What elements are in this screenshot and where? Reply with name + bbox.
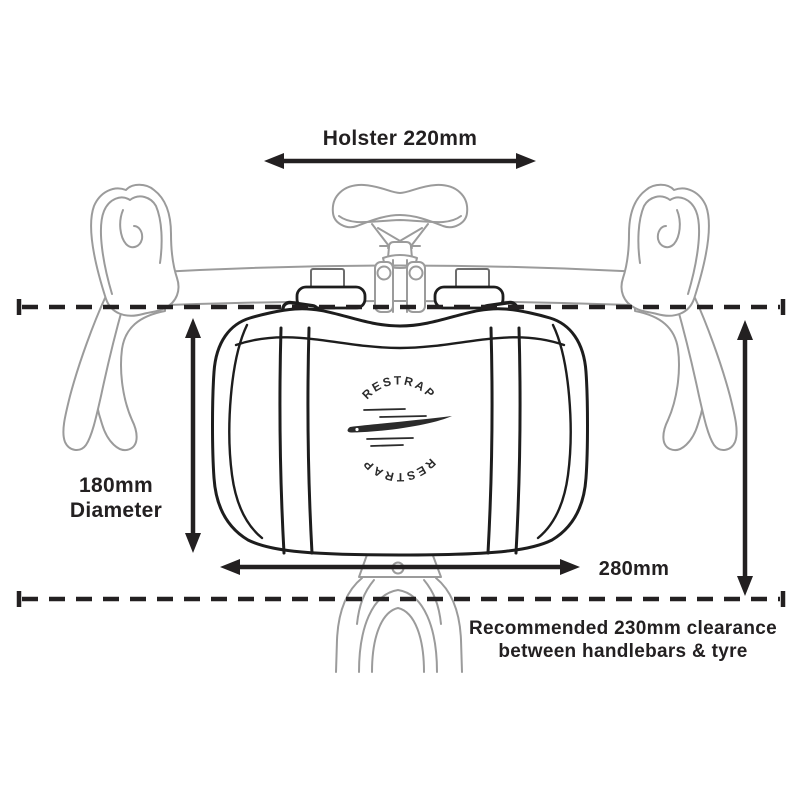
bag-top-seam <box>234 336 566 350</box>
logo-speed-lines <box>363 408 427 447</box>
fork-leg-right-inner <box>423 579 442 625</box>
stem-clamp <box>374 259 426 313</box>
diameter-arrow <box>185 318 201 553</box>
bag-strap-right <box>486 326 522 555</box>
fork-leg-right <box>435 577 463 673</box>
tyre-inner-arc <box>371 607 425 673</box>
tyre-outer-arc <box>358 589 438 673</box>
stem-bolt-right <box>408 265 424 281</box>
bag-right-end-seam <box>536 323 572 540</box>
bag-body <box>211 307 589 557</box>
stem-bolt-left <box>376 265 392 281</box>
clearance-label-line1: Recommended 230mm clearance <box>469 618 777 639</box>
diameter-label-line1: 180mm <box>79 474 153 497</box>
left-bar-side <box>62 183 180 452</box>
handlebar-level-line <box>16 299 786 315</box>
needle-icon <box>347 416 452 433</box>
saddle-group <box>331 183 469 269</box>
fork-and-tyre <box>335 551 463 673</box>
bag-width-arrow <box>220 559 580 575</box>
clearance-arrow <box>737 320 753 596</box>
right-bar-side <box>620 183 738 452</box>
bag-width-label: 280mm <box>599 558 669 580</box>
fork-leg-left <box>335 577 363 673</box>
handlebar-bag <box>211 307 589 557</box>
holster-label: Holster 220mm <box>323 127 477 150</box>
clearance-label-line2: between handlebars & tyre <box>498 641 747 662</box>
diameter-label-line2: Diameter <box>70 499 162 522</box>
handlebar-top-line <box>139 264 661 274</box>
holster-width-arrow <box>264 153 536 169</box>
needle-eye <box>354 426 360 433</box>
bag-left-end-seam <box>228 323 264 540</box>
saddle-underside-line <box>338 215 462 224</box>
handlebar-bottom-line <box>139 300 661 307</box>
tyre-level-line <box>16 591 786 607</box>
bag-strap-left <box>278 326 314 555</box>
fork-leg-left-inner <box>356 579 375 625</box>
saddle-rails <box>371 223 429 251</box>
